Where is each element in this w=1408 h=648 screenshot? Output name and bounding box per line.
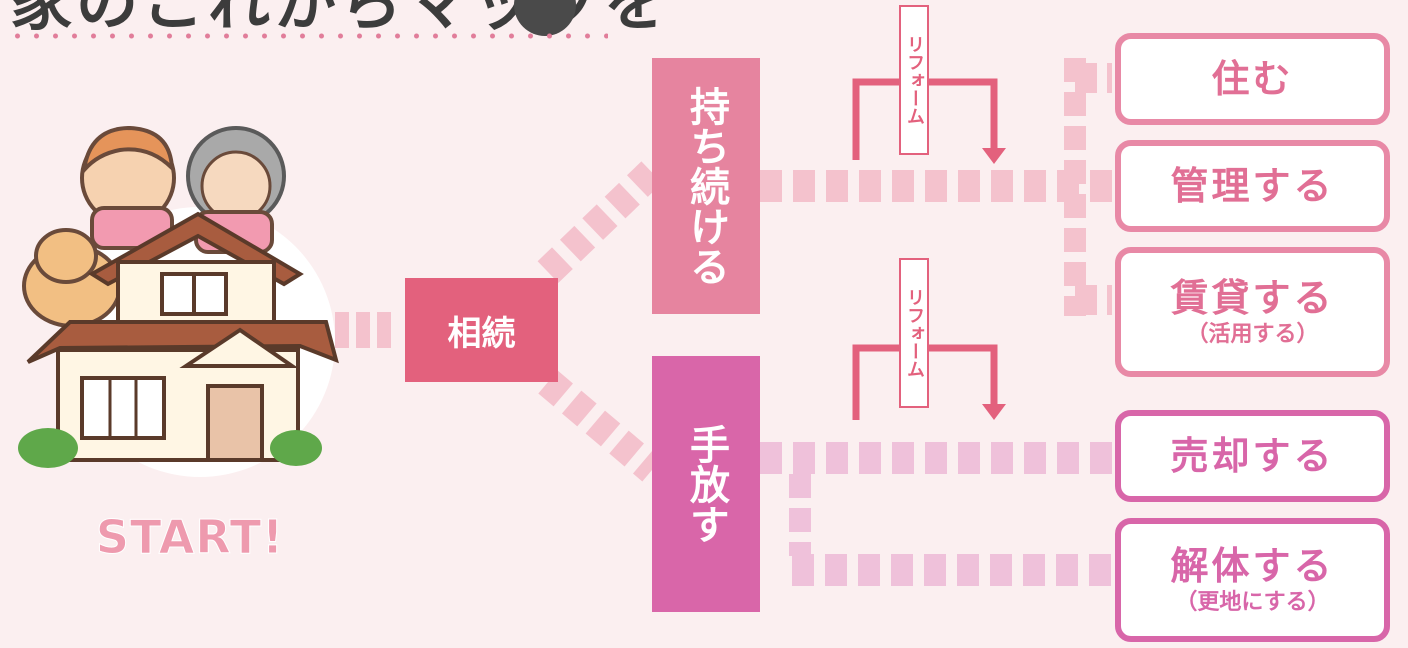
result-rent: 賃貸する （活用する） — [1115, 247, 1390, 377]
result-rent-label: 賃貸する — [1170, 276, 1335, 320]
node-inherit: 相続 — [405, 278, 558, 382]
reform-label-bottom: リフォーム — [899, 258, 929, 408]
result-demolish-label: 解体する — [1170, 544, 1335, 588]
reform-label-top: リフォーム — [899, 5, 929, 155]
result-manage-label: 管理する — [1170, 164, 1335, 208]
result-rent-sublabel: （活用する） — [1186, 322, 1319, 347]
result-sell: 売却する — [1115, 410, 1390, 502]
result-live-label: 住む — [1211, 57, 1294, 101]
node-keep-label: 持ち続ける — [683, 86, 729, 286]
node-keep: 持ち続ける — [652, 58, 760, 314]
result-live: 住む — [1115, 33, 1390, 125]
start-label: START! — [95, 510, 285, 565]
node-release-label: 手放す — [683, 424, 729, 544]
house-illustration — [18, 125, 339, 477]
node-release: 手放す — [652, 356, 760, 612]
dotted-divider — [8, 32, 608, 40]
result-sell-label: 売却する — [1170, 434, 1335, 478]
result-manage: 管理する — [1115, 140, 1390, 232]
result-demolish-sublabel: （更地にする） — [1175, 590, 1330, 615]
result-demolish: 解体する （更地にする） — [1115, 518, 1390, 642]
